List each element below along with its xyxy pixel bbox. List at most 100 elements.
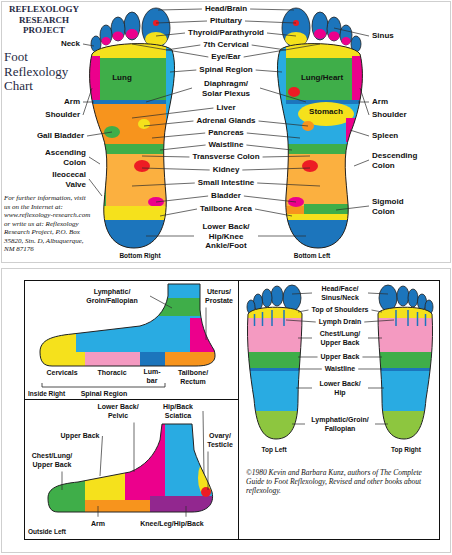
organ-label: Sinus [372,31,394,41]
leader-line [186,506,187,517]
foot-inside-view [36,280,226,370]
leader-line [83,102,94,103]
view-label: Top Left [261,446,286,454]
foot-top-right [396,310,426,326]
leader-line [206,308,207,341]
foot-top-right [374,368,434,371]
foot-sole-left [274,36,366,58]
leader-line [152,133,205,138]
zone-label: Thoracic [97,369,126,378]
leader-line [242,168,310,170]
zone-label: Lower Back/ Hip [315,380,365,397]
zone-label: Upper Back [321,353,360,362]
leader-line [244,196,296,202]
leader-line [244,44,320,57]
foot-sole-right [102,37,111,45]
leader-line [255,209,292,216]
organ-label: Shoulder [45,110,80,120]
organ-label: Ascending Colon [38,148,86,167]
foot-top-left [246,368,306,371]
foot-sole-right [113,32,124,41]
leader-line [132,183,195,186]
leader-line [358,369,382,370]
zone-label: Lower Back/ Pelvic [93,403,143,420]
zone-label: Knee/Leg/Hip/Back [140,520,203,529]
foot-top-left [246,285,306,441]
organ-label: Lung [112,73,132,83]
foot-sole-right [100,25,112,45]
leader-line [252,45,286,50]
leader-line [298,310,308,312]
view-label: Inside Right [28,390,65,398]
foot-inside-view [36,280,76,354]
foot-sole-right [86,8,178,251]
zone-label: Ovary/ Testicle [203,432,237,449]
organ-label: Shoulder [372,110,407,120]
zone-label: Hip/Back Sciatica [156,403,200,420]
foot-sole-left [342,37,351,45]
leader-line [260,88,306,102]
organ-label: Spleen [372,131,398,141]
foot-top-left [262,312,264,326]
organ-label: Ileocecal Valve [38,170,86,189]
foot-sole-left [304,204,360,214]
panel-frame [25,281,440,540]
leader-line [134,423,135,473]
leader-line [246,145,292,150]
foot-sole-left [274,36,366,251]
organ-label: Descending Colon [372,151,432,170]
foot-sole-right [92,144,106,206]
foot-sole-left [274,8,366,251]
panel-frame [25,281,440,540]
leader-line [166,45,200,50]
zone-label: Lymphatic/ Groin/Fallopian [77,288,147,305]
foot-top-left [247,307,302,439]
leader-line [298,357,318,358]
organ-label: 7th Cervical [203,40,248,50]
organ-label: Arm [64,97,80,107]
leader-line [364,320,394,322]
foot-sole-right [86,220,178,250]
leader-line [156,21,207,23]
leader-line [98,506,99,517]
leader-line [156,33,185,36]
leader-line [358,102,369,103]
foot-top-right [374,352,434,368]
organ-label: Sigmoid Colon [372,197,422,216]
leader-line [362,357,382,358]
zone-label: Lymphatic/Groin/ Fallopian [308,416,372,433]
zone-label: Upper Back [61,432,100,441]
foot-top-right [374,302,434,441]
zone-label: Lymph Drain [319,318,362,327]
organ-label: Transverse Colon [192,152,259,162]
organ-label: Waistline [209,140,244,150]
foot-sole-right [134,160,150,172]
foot-sole-left [352,56,366,106]
foot-sole-left [314,29,326,39]
foot-sole-right [86,100,178,104]
copyright-caption: ©1980 Kevin and Barbara Kunz, authors of… [246,468,436,495]
foot-inside-view [36,280,226,387]
foot-outside-view [48,424,213,512]
foot-sole-left [312,12,328,40]
zone-label: Chest/Lung/ Upper Back [25,452,79,469]
leader-line [62,472,63,491]
foot-sole-right [86,36,178,58]
organ-label: Eye/Ear [211,52,240,62]
foot-sole-right [86,36,178,251]
leader-line [89,179,102,196]
leader-line [267,33,296,36]
foot-sole-left [274,36,366,251]
foot-sole-right [102,20,168,46]
foot-sole-left [285,20,351,46]
foot-sole-right [86,206,178,220]
foot-sole-right [124,12,140,40]
foot-top-left [283,310,285,326]
foot-sole-right [86,36,178,251]
foot-sole-right [166,46,178,221]
zone-label: Spinal Region [81,390,128,399]
leader-line [368,293,388,294]
spine-bracket [42,383,165,387]
foot-top-left [254,314,256,326]
leader-line [146,236,194,237]
